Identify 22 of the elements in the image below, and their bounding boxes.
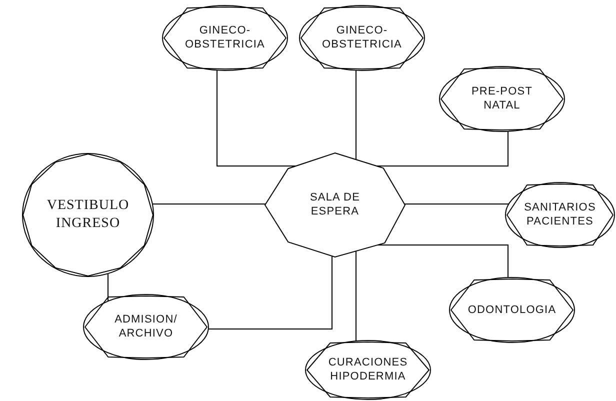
room-label: SANITARIOS PACIENTES xyxy=(523,200,597,230)
connector-line xyxy=(208,256,332,330)
connector-line xyxy=(376,244,508,278)
room-label: GINECO- OBSTETRICIA xyxy=(321,24,403,52)
room-ellipse xyxy=(505,182,615,248)
octagon-hub xyxy=(265,153,405,257)
room-ellipse xyxy=(449,277,575,343)
room-label: CURACIONES HIPODERMIA xyxy=(327,356,409,384)
room-label: GINECO- OBSTETRICIA xyxy=(184,24,266,52)
room-label: ODONTOLOGIA xyxy=(466,302,558,318)
connector-line xyxy=(376,131,508,166)
room-label: PRE-POST NATAL xyxy=(470,84,534,114)
room-ellipse xyxy=(439,66,565,132)
connector-line xyxy=(216,70,296,166)
room-label: VESTIBULO INGRESO xyxy=(46,196,130,233)
room-label: SALA DE ESPERA xyxy=(308,190,362,220)
room-ellipse xyxy=(162,5,288,71)
room-ellipse xyxy=(83,294,209,360)
room-circle xyxy=(22,153,154,277)
room-ellipse xyxy=(305,340,431,400)
room-ellipse xyxy=(299,5,425,71)
room-label: ADMISION/ ARCHIVO xyxy=(114,312,178,342)
